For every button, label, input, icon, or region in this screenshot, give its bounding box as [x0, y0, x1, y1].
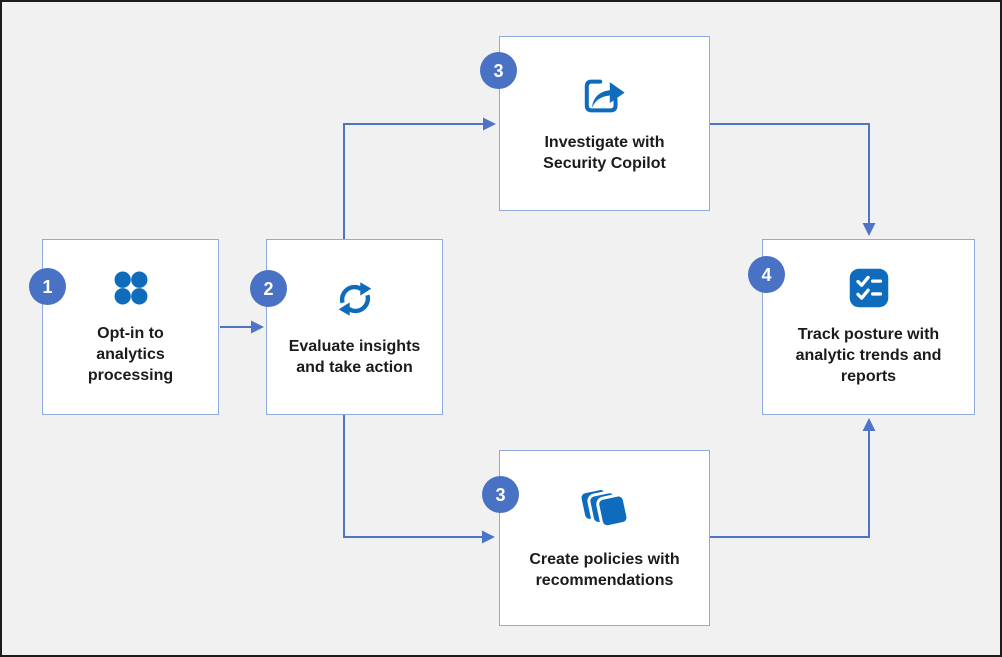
step-label: Create policies with recommendations [529, 550, 680, 589]
dots-grid-icon [110, 267, 152, 309]
step-box-investigate: 3 Investigate with Security Copilot [480, 36, 710, 211]
connector-investigate-step4 [710, 123, 876, 236]
share-icon [579, 72, 631, 118]
connector-step2-investigate [343, 117, 496, 239]
step-label: Track posture with analytic trends and r… [795, 326, 942, 385]
step-box-track-posture: 4 Track posture with analytic trends and… [748, 239, 975, 415]
layers-icon [578, 485, 631, 535]
step-box-create-policies: 3 Create policies with recommendations [482, 450, 710, 626]
sync-icon [332, 276, 378, 322]
step-number-badge: 3 [480, 52, 517, 89]
step-box-evaluate: 2 Evaluate insights and take action [250, 239, 443, 415]
step-number-badge: 4 [748, 256, 785, 293]
connector-step2-create-policies [343, 415, 495, 544]
step-number-badge: 1 [29, 268, 66, 305]
step-label: Opt-in to analytics processing [87, 325, 174, 384]
step-number-badge: 3 [482, 476, 519, 513]
connector-create-policies-step4 [710, 418, 876, 538]
step-number-badge: 2 [250, 270, 287, 307]
step-label: Investigate with Security Copilot [543, 134, 666, 172]
step-box-opt-in: 1 Opt-in to analytics processing [29, 239, 219, 415]
step-label: Evaluate insights and take action [288, 337, 421, 376]
checklist-icon [847, 266, 891, 310]
